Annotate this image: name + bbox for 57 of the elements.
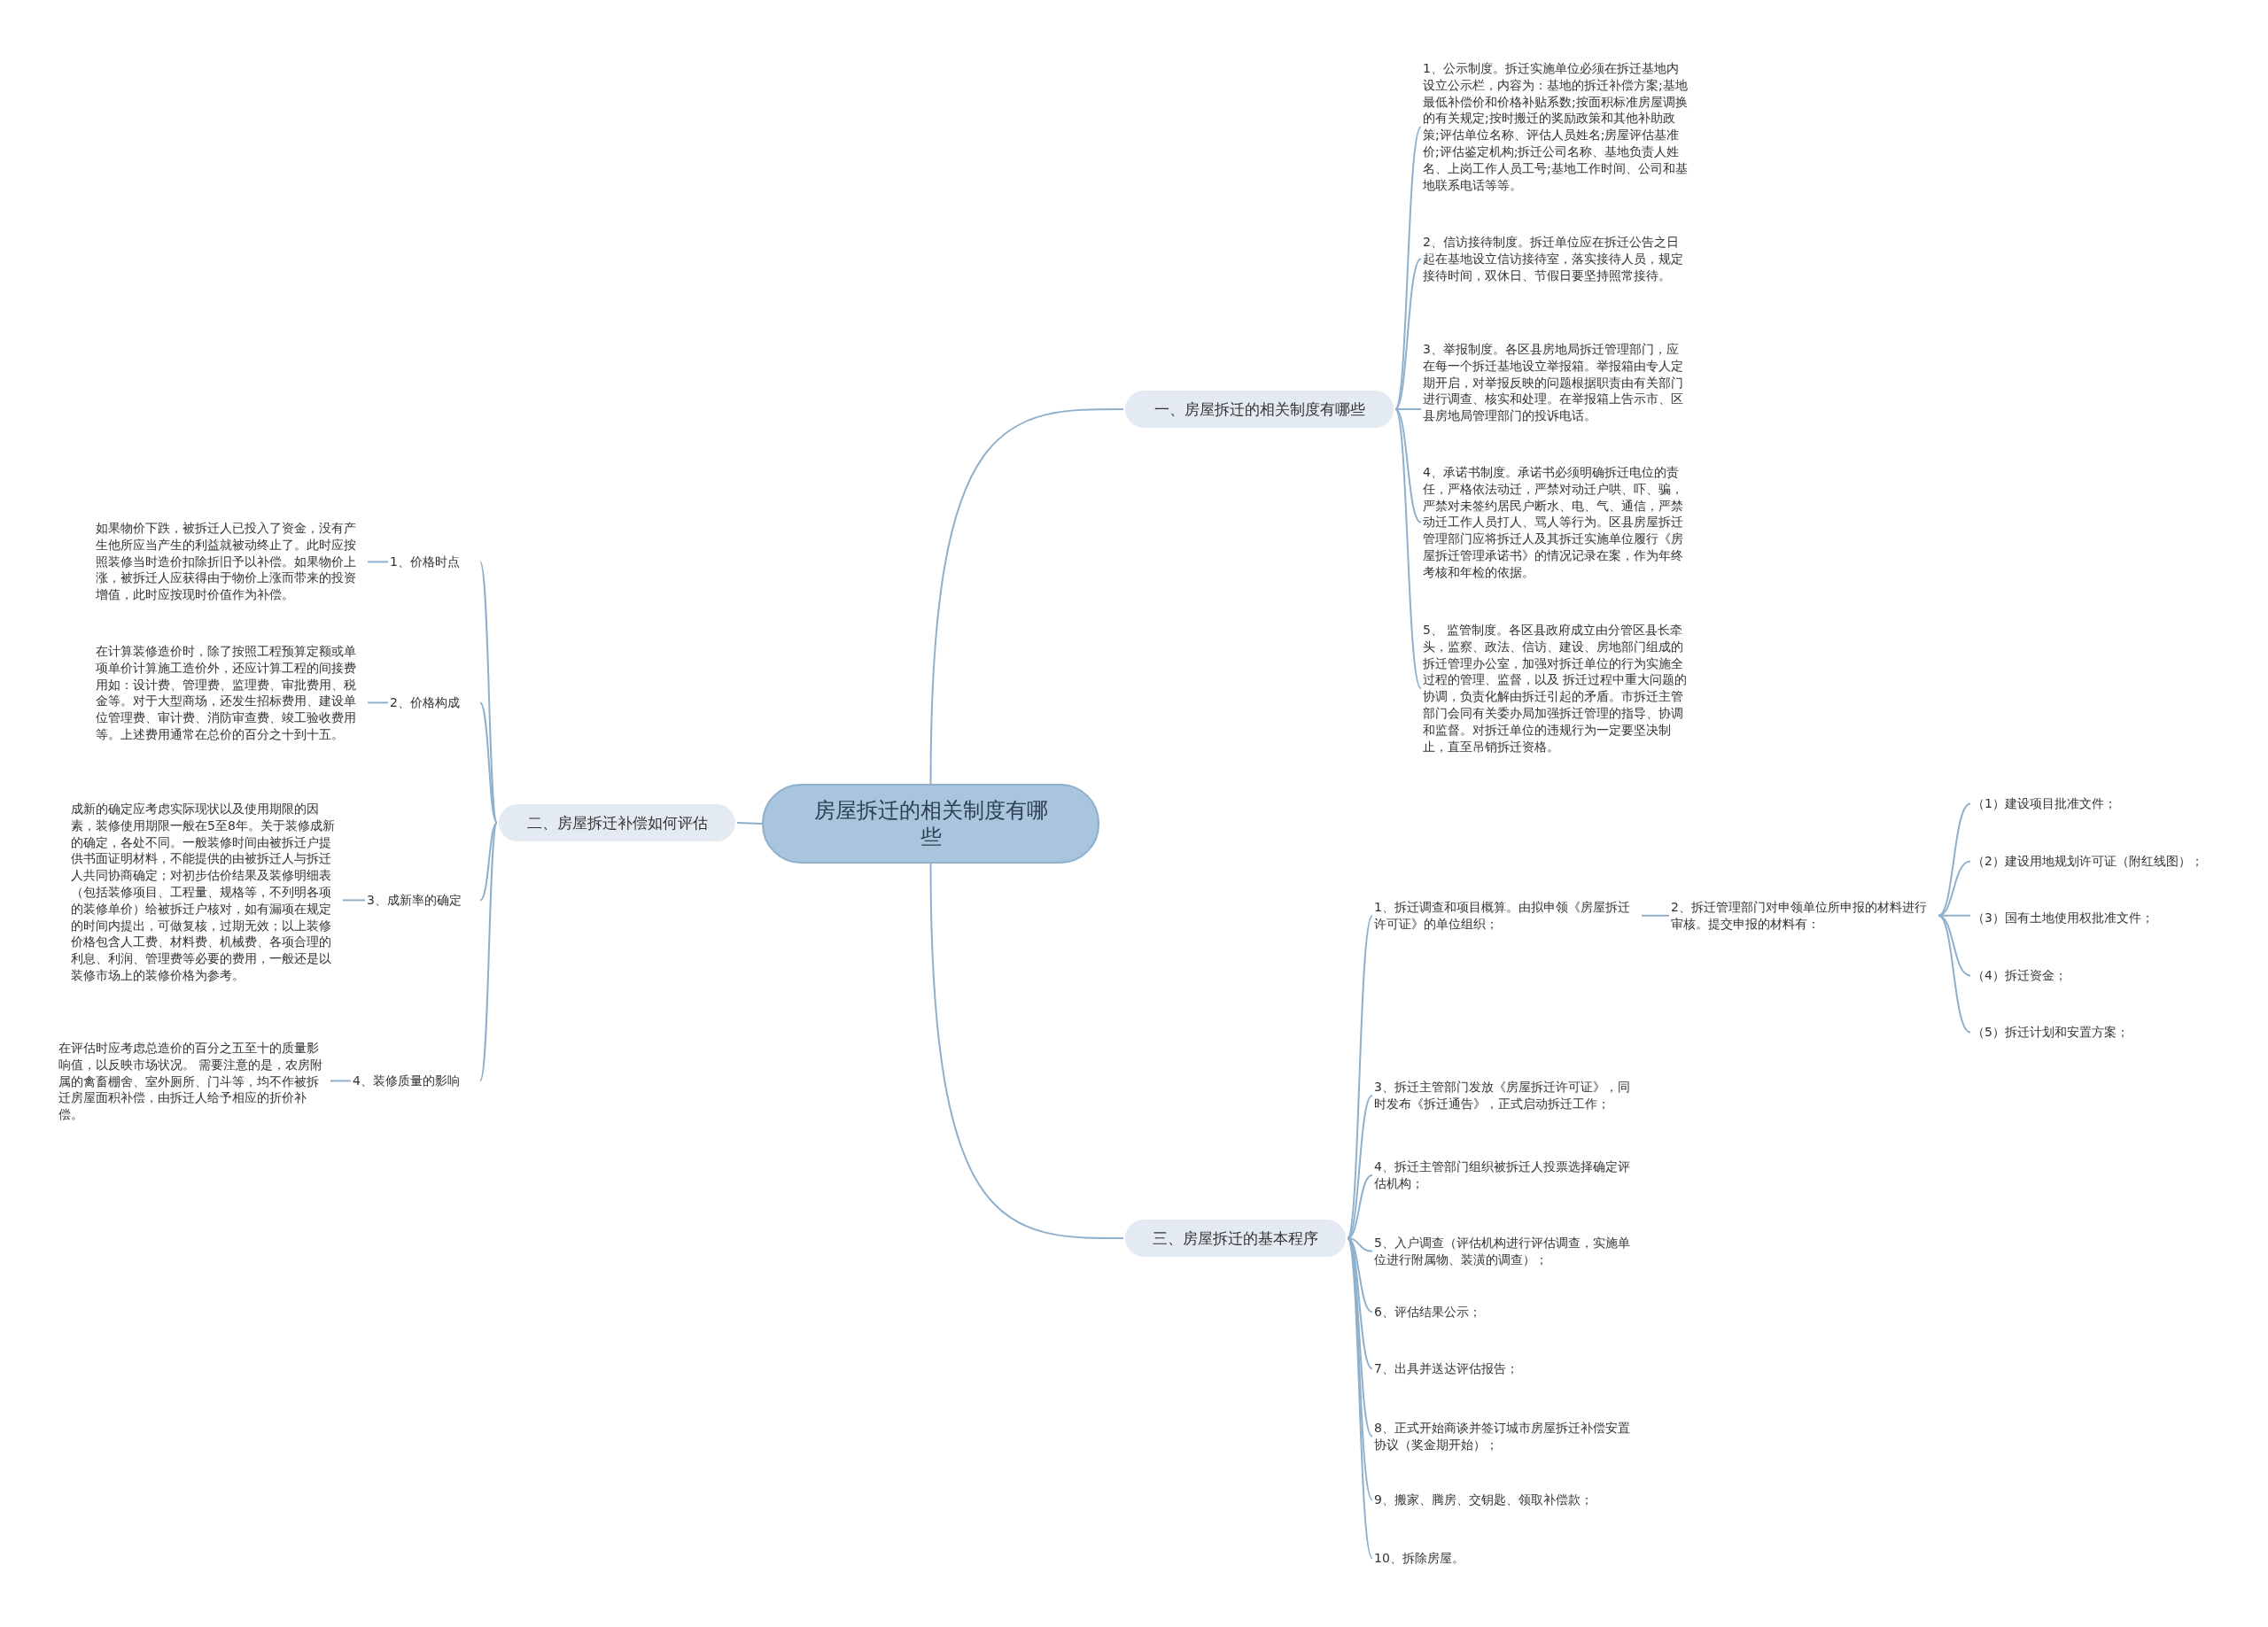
topic-text: 在计算装修造价时，除了按照工程预算定额或单项单价计算施工造价外，还应计算工程的间接费用如：设计费、管理费、监理费、审批费用、税金等。对于大型商场，还发生招标费用、建设单位管理费、审计费、消防审查费、竣工验收费用等。上述费用通常在总价的百分之十到十五。	[96, 643, 366, 743]
connector-line	[1347, 1094, 1373, 1239]
connector-line	[1394, 408, 1422, 523]
connector-line	[1347, 1237, 1373, 1370]
connector-line	[1347, 1237, 1373, 1437]
connector-line	[342, 899, 366, 902]
topic-text: 5、 监管制度。各区县政府成立由分管区县长牵头，监察、政法、信访、建设、房地部门组成的拆迁管理办公室，加强对拆迁单位的行为实施全过程的管理、监督，以及 拆迁过程中重大问题的协调，负责化解由拆迁引起的矛盾。市拆迁主管部门会同有关委办局加强拆迁管理的指导、协调和监督。对拆迁单位的违规行为一定要坚决制止，直至吊销拆迁资格。	[1423, 622, 1690, 755]
topic-text: （3）国有土地使用权批准文件；	[1972, 910, 2220, 926]
central-topic: 房屋拆迁的相关制度有哪些	[762, 784, 1099, 864]
connector-line	[1347, 1174, 1373, 1239]
connector-line	[479, 701, 498, 824]
topic-text: 2、拆迁管理部门对申领单位所申报的材料进行审核。提交申报的材料有：	[1671, 899, 1937, 933]
topic-text: 2、价格构成	[390, 694, 478, 711]
topic-text: （1）建设项目批准文件；	[1972, 795, 2220, 812]
connector-line	[1394, 408, 1422, 690]
connector-line	[1938, 860, 1971, 917]
connector-line	[1394, 126, 1422, 410]
topic-text: 9、搬家、腾房、交钥匙、领取补偿款；	[1374, 1491, 1640, 1508]
connector-line	[736, 822, 763, 825]
topic-text: 在评估时应考虑总造价的百分之五至十的质量影响值，以反映市场状况。 需要注意的是，农房附属的禽畜棚舍、室外厕所、门斗等，均不作被拆迁房屋面积补偿，由拆迁人给予相应的折价补偿。	[58, 1040, 329, 1123]
topic-text: 10、拆除房屋。	[1374, 1550, 1640, 1567]
connector-line	[479, 561, 498, 824]
topic-text: 3、拆迁主管部门发放《房屋拆迁许可证》，同时发布《拆迁通告》，正式启动拆迁工作；	[1374, 1079, 1640, 1112]
topic-text: 4、装修质量的影响	[353, 1073, 478, 1089]
topic-text: 4、拆迁主管部门组织被拆迁人投票选择确定评估机构；	[1374, 1158, 1640, 1192]
topic-text: 3、成新率的确定	[367, 892, 478, 909]
topic-text: 4、承诺书制度。承诺书必须明确拆迁电位的责任，严格依法动迁，严禁对动迁户哄、吓、骗，严禁对未签约居民户断水、电、气、通信，严禁动迁工作人员打人、骂人等行为。区县房屋拆迁管理部门应将拆迁人及其拆迁实施单位履行《房屋拆迁管理承诺书》的情况记录在案，作为年终考核和年检的依据。	[1423, 464, 1690, 581]
topic-text: 7、出具并送达评估报告；	[1374, 1360, 1640, 1377]
branch-topic: 二、房屋拆迁补偿如何评估	[499, 804, 735, 841]
connector-line	[929, 408, 1124, 785]
connector-line	[1347, 1237, 1373, 1560]
branch-topic: 三、房屋拆迁的基本程序	[1125, 1220, 1346, 1257]
topic-text: 2、信访接待制度。拆迁单位应在拆迁公告之日起在基地设立信访接待室，落实接待人员，规定接待时间，双休日、节假日要坚持照常接待。	[1423, 234, 1690, 284]
topic-text: 如果物价下跌，被拆迁人已投入了资金，没有产生他所应当产生的利益就被动终止了。此时应按照装修当时造价扣除折旧予以补偿。如果物价上涨，被拆迁人应获得由于物价上涨而带来的投资增值，此时应按现时价值作为补偿。	[96, 520, 366, 603]
connector-line	[367, 701, 389, 704]
connector-line	[1938, 914, 1971, 1034]
topic-text: （5）拆迁计划和安置方案；	[1972, 1024, 2220, 1041]
connector-line	[479, 822, 498, 902]
topic-text: （4）拆迁资金；	[1972, 967, 2220, 984]
connector-line	[929, 863, 1124, 1239]
connector-line	[479, 822, 498, 1082]
topic-text: 3、举报制度。各区县房地局拆迁管理部门，应在每一个拆迁基地设立举报箱。举报箱由专人定期开启，对举报反映的问题根据职责由有关部门进行调查、核实和处理。在举报箱上告示市、区县房地局管理部门的投诉电话。	[1423, 341, 1690, 424]
topic-text: 1、价格时点	[390, 554, 478, 570]
connector-line	[1347, 914, 1373, 1239]
connector-line	[1394, 408, 1422, 410]
connector-line	[1641, 914, 1670, 917]
topic-text: 6、评估结果公示；	[1374, 1304, 1640, 1321]
connector-line	[367, 561, 389, 563]
topic-text: 1、拆迁调查和项目概算。由拟申领《房屋拆迁许可证》的单位组织；	[1374, 899, 1640, 933]
branch-topic: 一、房屋拆迁的相关制度有哪些	[1125, 391, 1394, 428]
connector-line	[330, 1080, 352, 1082]
connector-line	[1394, 258, 1422, 410]
topic-text: 8、正式开始商谈并签订城市房屋拆迁补偿安置协议（奖金期开始）；	[1374, 1420, 1640, 1453]
topic-text: 1、公示制度。拆迁实施单位必须在拆迁基地内设立公示栏，内容为：基地的拆迁补偿方案;基地最低补偿价和价格补贴系数;按面积标准房屋调换的有关规定;按时搬迁的奖励政策和其他补助政策;评估单位名称、评估人员姓名;房屋评估基准价;评估鉴定机构;拆迁公司名称、基地负责人姓名、上岗工作人员工号;基地工作时间、公司和基地联系电话等等。	[1423, 60, 1690, 194]
topic-text: （2）建设用地规划许可证（附红线图）；	[1972, 853, 2238, 870]
topic-text: 成新的确定应考虑实际现状以及使用期限的因素，装修使用期限一般在5至8年。关于装修成新的确定，各处不同。一般装修时间由被拆迁户提供书面证明材料，不能提供的由被拆迁人与拆迁人共同协商确定；对初步估价结果及装修明细表（包括装修项目、工程量、规格等，不列明各项的装修单价）给被拆迁户核对，如有漏项在规定的时间内提出，可做复核，过期无效；以上装修价格包含人工费、材料费、机械费、各项合理的利息、利润、管理费等必要的费用，一般还是以装修市场上的装修价格为参考。	[71, 801, 341, 984]
topic-text: 5、入户调查（评估机构进行评估调查，实施单位进行附属物、装潢的调查）；	[1374, 1235, 1640, 1268]
